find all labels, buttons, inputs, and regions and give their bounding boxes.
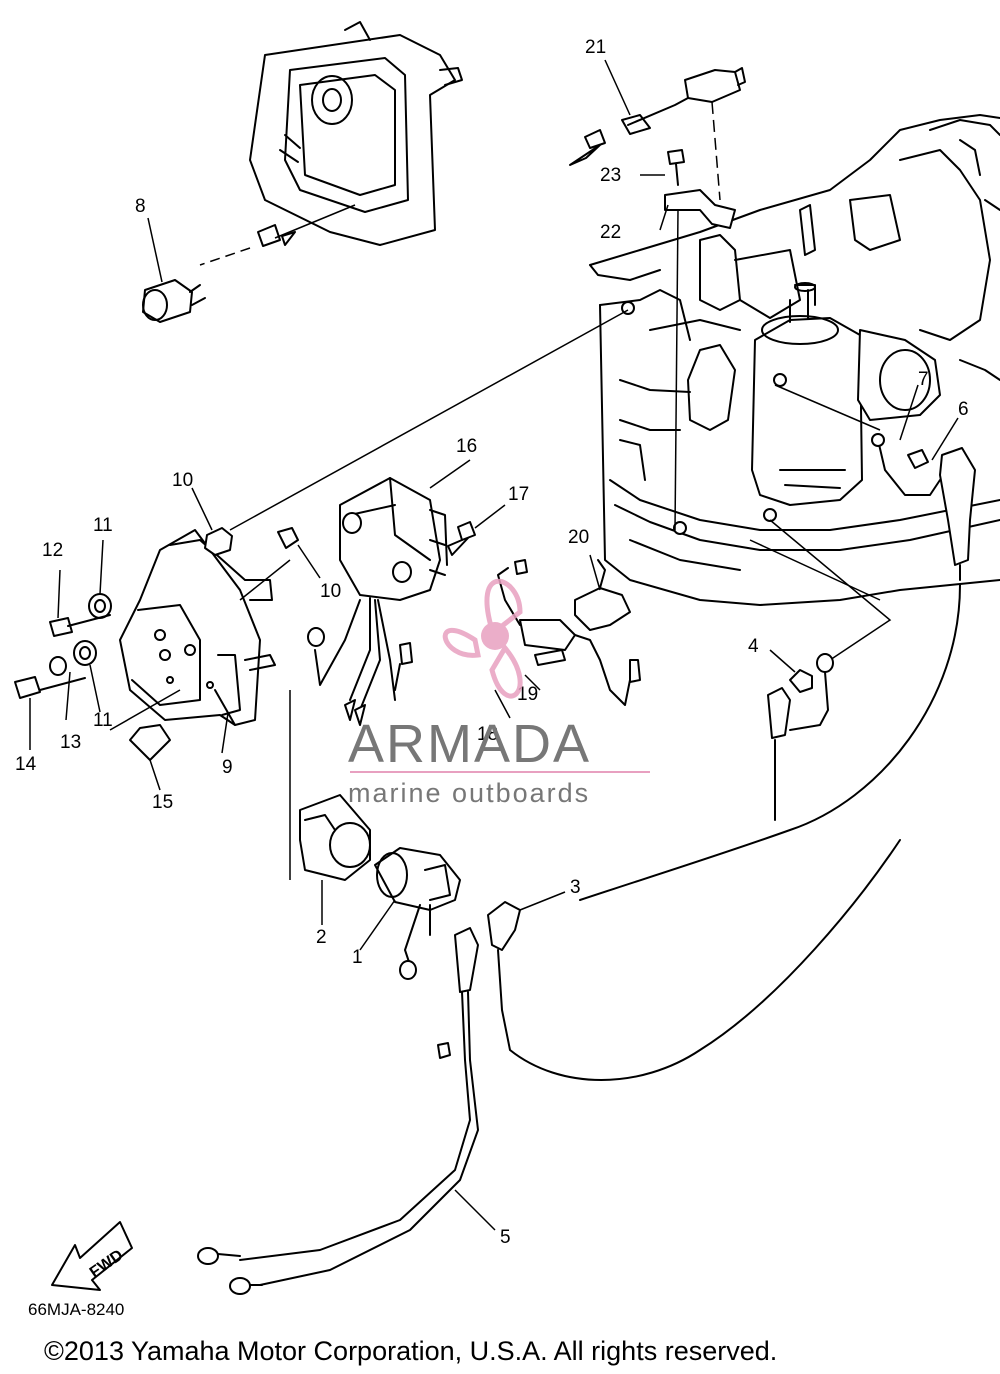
callout-11b: 11: [93, 710, 113, 731]
callout-2: 2: [316, 927, 327, 948]
callout-22: 22: [600, 222, 621, 243]
part-16-rectifier: [307, 459, 471, 726]
parts-10-14-fasteners: [14, 487, 321, 750]
callout-10a: 10: [172, 470, 193, 491]
callout-3: 3: [570, 877, 581, 898]
armada-watermark: ARMADA marine outboards: [348, 578, 650, 808]
leader-line: [774, 384, 881, 431]
callout-10b: 10: [320, 581, 341, 602]
callout-14: 14: [15, 754, 37, 775]
callout-15: 15: [152, 792, 173, 813]
callout-labels: 1 2 3 4 5 6 7 8 9 10 10 11 11 12 13 14 1…: [15, 37, 969, 1248]
copyright-notice: ©2013 Yamaha Motor Corporation, U.S.A. A…: [44, 1336, 777, 1366]
callout-12: 12: [42, 540, 63, 561]
propeller-logo: [442, 578, 523, 699]
watermark-tagline: marine outboards: [348, 778, 590, 808]
callout-4: 4: [748, 636, 759, 657]
engine-block: [589, 114, 1000, 606]
part-3-cable: [197, 839, 901, 1295]
leader-line: [769, 519, 892, 661]
callout-20: 20: [568, 527, 589, 548]
callout-18: 18: [477, 724, 498, 745]
leader-line: [749, 539, 881, 601]
callout-5: 5: [500, 1227, 511, 1248]
callout-8: 8: [135, 196, 146, 217]
callout-16: 16: [456, 436, 477, 457]
part-8-cover-and-sensor: [142, 21, 463, 323]
callout-1: 1: [352, 947, 363, 968]
part-15-clip: [129, 724, 171, 791]
callout-11a: 11: [93, 515, 113, 536]
callout-13: 13: [60, 732, 81, 753]
part-6-7-cable: [579, 384, 976, 901]
callout-19: 19: [517, 684, 538, 705]
diagram-code: 66MJA-8240: [28, 1300, 124, 1319]
callout-9: 9: [222, 757, 233, 778]
callout-17: 17: [508, 484, 529, 505]
callout-7: 7: [918, 369, 929, 390]
callout-23: 23: [600, 165, 621, 186]
fwd-arrow: FWD: [51, 1221, 133, 1291]
part-4-nut-and-terminal: [767, 649, 834, 821]
part-2-holder: [299, 794, 371, 925]
part-18-19-20: [494, 554, 641, 719]
watermark-brand: ARMADA: [348, 714, 591, 774]
part-1-relay: [359, 847, 461, 980]
part-9-bracket: [109, 529, 291, 880]
callout-21: 21: [585, 37, 606, 58]
leader-line: [229, 309, 629, 531]
callout-6: 6: [958, 399, 969, 420]
part-17-bolt: [447, 504, 506, 556]
part-21-22-23-sensor: [569, 59, 746, 531]
